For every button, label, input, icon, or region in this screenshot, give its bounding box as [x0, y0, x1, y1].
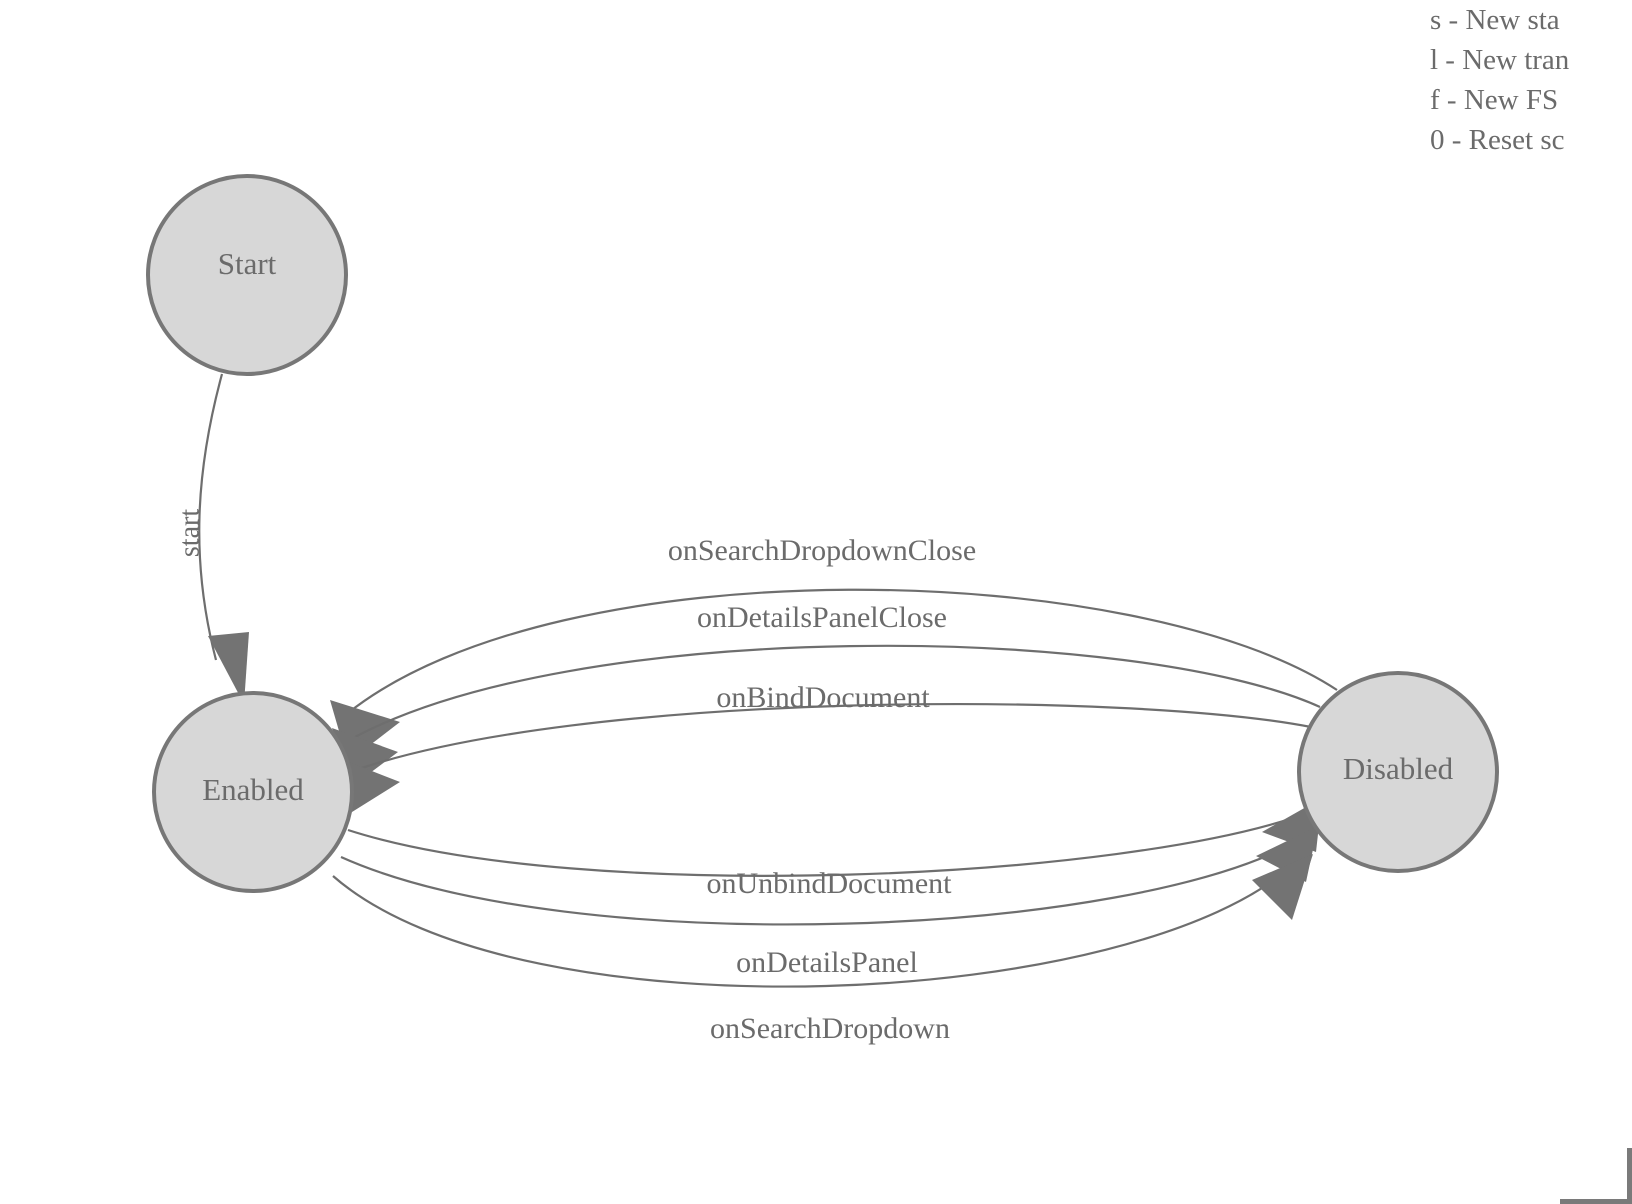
edge-on-search-dropdown-arrowhead [1252, 854, 1313, 920]
node-start[interactable]: Start [146, 174, 348, 376]
edge-on-bind-document[interactable] [336, 703, 1312, 812]
edge-on-details-panel-path [340, 837, 1304, 926]
corner-bracket-vertical-rule [1627, 1148, 1632, 1204]
corner-bracket-horizontal-rule [1560, 1199, 1632, 1204]
resize-corner-bracket[interactable] [1560, 1148, 1632, 1204]
edge-on-search-dropdown[interactable] [332, 854, 1313, 988]
edge-on-details-panel-close[interactable] [332, 644, 1321, 788]
edge-start[interactable] [198, 373, 249, 704]
shortcut-new-state: s - New sta [1430, 4, 1560, 36]
edge-on-bind-document-path [349, 703, 1312, 774]
edge-on-unbind-document-path [347, 810, 1311, 877]
node-enabled[interactable]: Enabled [152, 691, 354, 893]
edge-on-search-dropdown-close-path [347, 588, 1338, 714]
node-disabled-circle [1297, 671, 1499, 873]
edge-on-details-panel-close-path [345, 644, 1321, 743]
edge-start-path [198, 373, 224, 661]
keyboard-shortcut-legend: s - New sta l - New tran f - New FS 0 - … [1430, 0, 1632, 160]
node-enabled-label: Enabled [202, 772, 304, 807]
edge-on-details-panel-label: onDetailsPanel [736, 946, 918, 979]
node-start-circle [146, 174, 348, 376]
node-start-label: Start [218, 246, 277, 281]
node-enabled-circle [152, 691, 354, 893]
edge-start-arrowhead [208, 632, 249, 704]
edge-on-unbind-document-label: onUnbindDocument [707, 867, 953, 900]
shortcut-reset-scene: 0 - Reset sc [1430, 124, 1565, 156]
edge-on-details-panel-close-label: onDetailsPanelClose [697, 601, 947, 634]
edge-on-search-dropdown-path [332, 861, 1297, 988]
edge-on-bind-document-label: onBindDocument [716, 681, 930, 714]
node-disabled[interactable]: Disabled [1297, 671, 1499, 873]
shortcut-new-transition: l - New tran [1430, 44, 1570, 76]
edge-on-search-dropdown-label: onSearchDropdown [710, 1012, 950, 1045]
edge-start-label: start [174, 509, 205, 557]
node-disabled-label: Disabled [1343, 751, 1454, 786]
shortcut-new-fsm: f - New FS [1430, 84, 1559, 116]
edge-on-search-dropdown-close-label: onSearchDropdownClose [668, 534, 976, 567]
edge-on-unbind-document[interactable] [347, 798, 1322, 877]
